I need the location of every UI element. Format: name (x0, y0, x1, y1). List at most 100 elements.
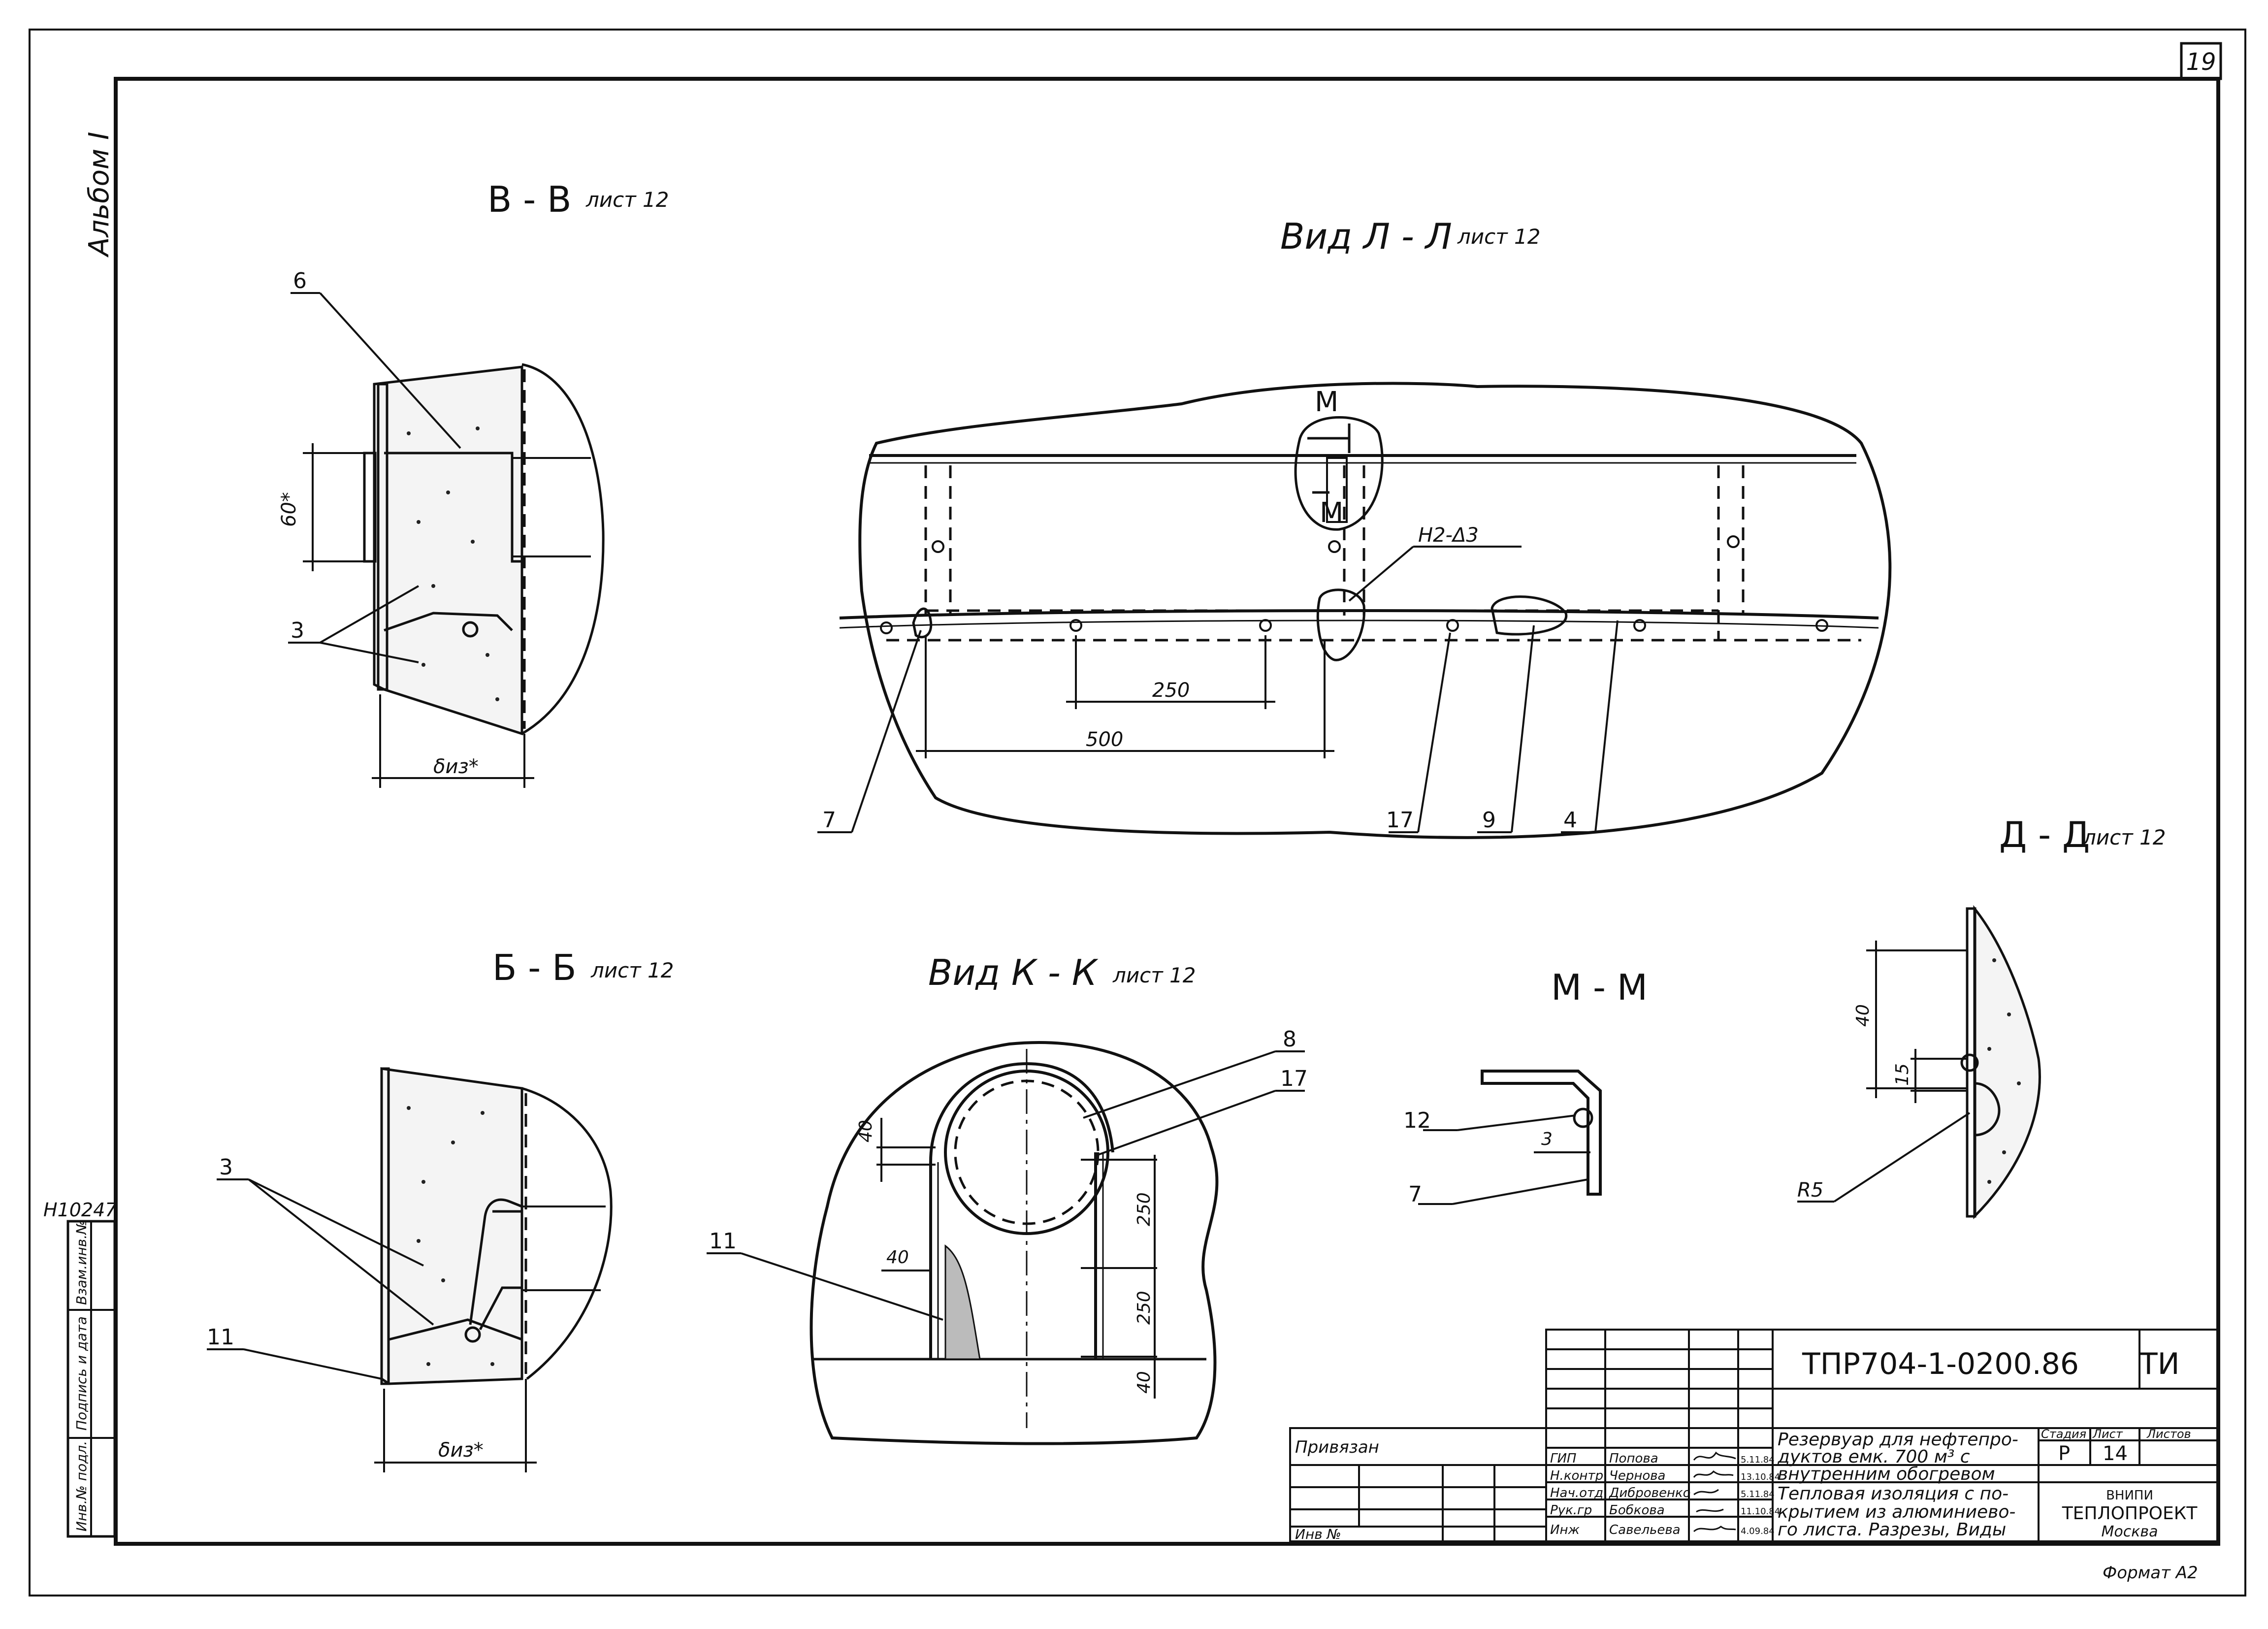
rivet-head (1975, 1082, 2001, 1137)
sheet-ref: лист 12 (2082, 825, 2166, 849)
dim-label: 250 (1134, 1192, 1154, 1226)
doc-code: ТПР704-1-0200.86 (1802, 1347, 2079, 1381)
break-outline (521, 363, 605, 735)
callout-17: 17 (1280, 1066, 1308, 1091)
view-ll: Вид Л - Л лист 12 М М (817, 216, 1892, 839)
insulation-body (373, 365, 523, 736)
angle-profile (1481, 1070, 1602, 1196)
joint-channel (384, 452, 522, 632)
break-outline (858, 382, 1892, 839)
sheet-title: Тепловая изоляция с по- (1778, 1484, 2009, 1504)
signature-scribble (1693, 1451, 1736, 1461)
sig-name: Попова (1609, 1451, 1658, 1466)
aluminum-sheet (380, 1067, 390, 1385)
sheet-ref: лист 12 (1112, 963, 1196, 987)
dim-label: 3 (1541, 1129, 1553, 1149)
view-title: М - М (1551, 967, 1648, 1008)
lapped-sheet (363, 452, 377, 563)
sig-role: Инж (1550, 1523, 1580, 1537)
dim-label: 250 (1134, 1291, 1154, 1325)
view-kk: Вид К - К лист 12 40 40 250 250 40 8 17 (707, 952, 1308, 1445)
signature-scribble (1693, 1489, 1719, 1496)
callout-7: 7 (822, 808, 836, 833)
section-bubble (1294, 416, 1384, 531)
dim-label: 500 (1086, 728, 1123, 751)
stage-value: Р (2058, 1442, 2070, 1465)
rivet (464, 1326, 481, 1343)
aluminum-sheet (1966, 907, 1976, 1218)
sig-role: ГИП (1550, 1451, 1577, 1466)
sig-name: Бобкова (1609, 1503, 1665, 1518)
sig-date: 5.11.84 (1741, 1455, 1775, 1465)
outer-border (29, 29, 2246, 1596)
sig-date: 11.10.84 (1741, 1506, 1780, 1517)
col-sheets: Листов (2146, 1427, 2191, 1441)
note-label: Н2-Δ3 (1418, 524, 1479, 547)
organization: Москва (2102, 1523, 2158, 1540)
section-mark: М (1320, 497, 1343, 529)
break-outline (521, 1087, 613, 1380)
sig-role: Нач.отд (1550, 1486, 1603, 1500)
album-label: Альбом I (83, 132, 115, 258)
sig-date: 5.11.84 (1741, 1489, 1775, 1499)
page-number: 19 (2186, 48, 2216, 76)
callout-12: 12 (1403, 1108, 1431, 1133)
callout-3: 3 (291, 618, 304, 643)
insulation-body (1973, 905, 2041, 1220)
sig-role: Рук.гр (1550, 1503, 1592, 1518)
sig-name: Савельева (1609, 1523, 1681, 1537)
view-title: Вид Л - Л (1280, 216, 1452, 257)
col-stage: Стадия (2041, 1427, 2086, 1441)
sig-date: 4.09.84 (1741, 1526, 1775, 1536)
view-vv: В - В лист 12 60* δиз* 6 3 (278, 179, 669, 788)
sheet-title: крытием из алюминиево- (1778, 1502, 2015, 1522)
object-name: дуктов емк. 700 м³ с (1777, 1447, 1970, 1467)
shell-lower (839, 619, 1879, 629)
object-name: внутренним обогревом (1778, 1464, 1995, 1484)
rivets (880, 535, 1828, 634)
inventory-number: Н10247 (43, 1199, 117, 1221)
sig-date: 13.10.84 (1741, 1472, 1780, 1482)
rivet (1573, 1108, 1593, 1128)
side-stamp-cell: Взам.инв.№ (73, 1220, 90, 1305)
dim-label: 40 (856, 1120, 876, 1142)
sheet-ref: лист 12 (585, 188, 669, 212)
dim-label: 60* (278, 492, 300, 527)
col-sheet: Лист (2092, 1427, 2123, 1441)
side-stamp-cell: Подпись и дата (73, 1316, 90, 1431)
sig-name: Чернова (1609, 1468, 1666, 1483)
signature-scribble (1693, 1470, 1734, 1478)
view-mm: М - М 12 7 3 (1403, 967, 1648, 1207)
view-title: Б - Б (492, 947, 577, 988)
view-title: Вид К - К (928, 952, 1099, 993)
callout-8: 8 (1283, 1027, 1296, 1052)
sheet-no-value: 14 (2103, 1442, 2128, 1465)
callout-3: 3 (219, 1155, 233, 1180)
signature-scribble (1693, 1526, 1736, 1532)
rivet (462, 621, 479, 638)
callout-r5: R5 (1797, 1179, 1823, 1202)
shell-lower (839, 609, 1879, 619)
callout-7: 7 (1408, 1182, 1422, 1207)
callout-4: 4 (1563, 808, 1577, 833)
sheet-format: Формат А2 (2103, 1563, 2198, 1583)
view-title: Д - Д (1999, 814, 2090, 855)
callout-6: 6 (293, 268, 307, 293)
aluminum-sheet (377, 383, 389, 691)
sheet-ref: лист 12 (590, 958, 674, 982)
view-title: В - В (487, 179, 572, 220)
dim-label: 250 (1152, 679, 1190, 702)
dim-label: 40 (886, 1247, 909, 1268)
joint-lap (389, 1198, 523, 1341)
dim-label: δиз* (438, 1439, 484, 1462)
hatched-insulation (944, 1244, 981, 1360)
section-mark: М (1315, 386, 1338, 418)
sheet-title: го листа. Разрезы, Виды (1778, 1520, 2006, 1540)
privyazan-label: Привязан (1295, 1437, 1379, 1457)
dim-label: 40 (1853, 1004, 1873, 1027)
object-name: Резервуар для нефтепро- (1778, 1430, 2018, 1450)
side-stamp-cell: Инв.№ подл. (73, 1441, 90, 1531)
callout-17: 17 (1386, 808, 1414, 833)
view-dd: Д - Д лист 12 40 15 R5 (1797, 814, 2166, 1220)
